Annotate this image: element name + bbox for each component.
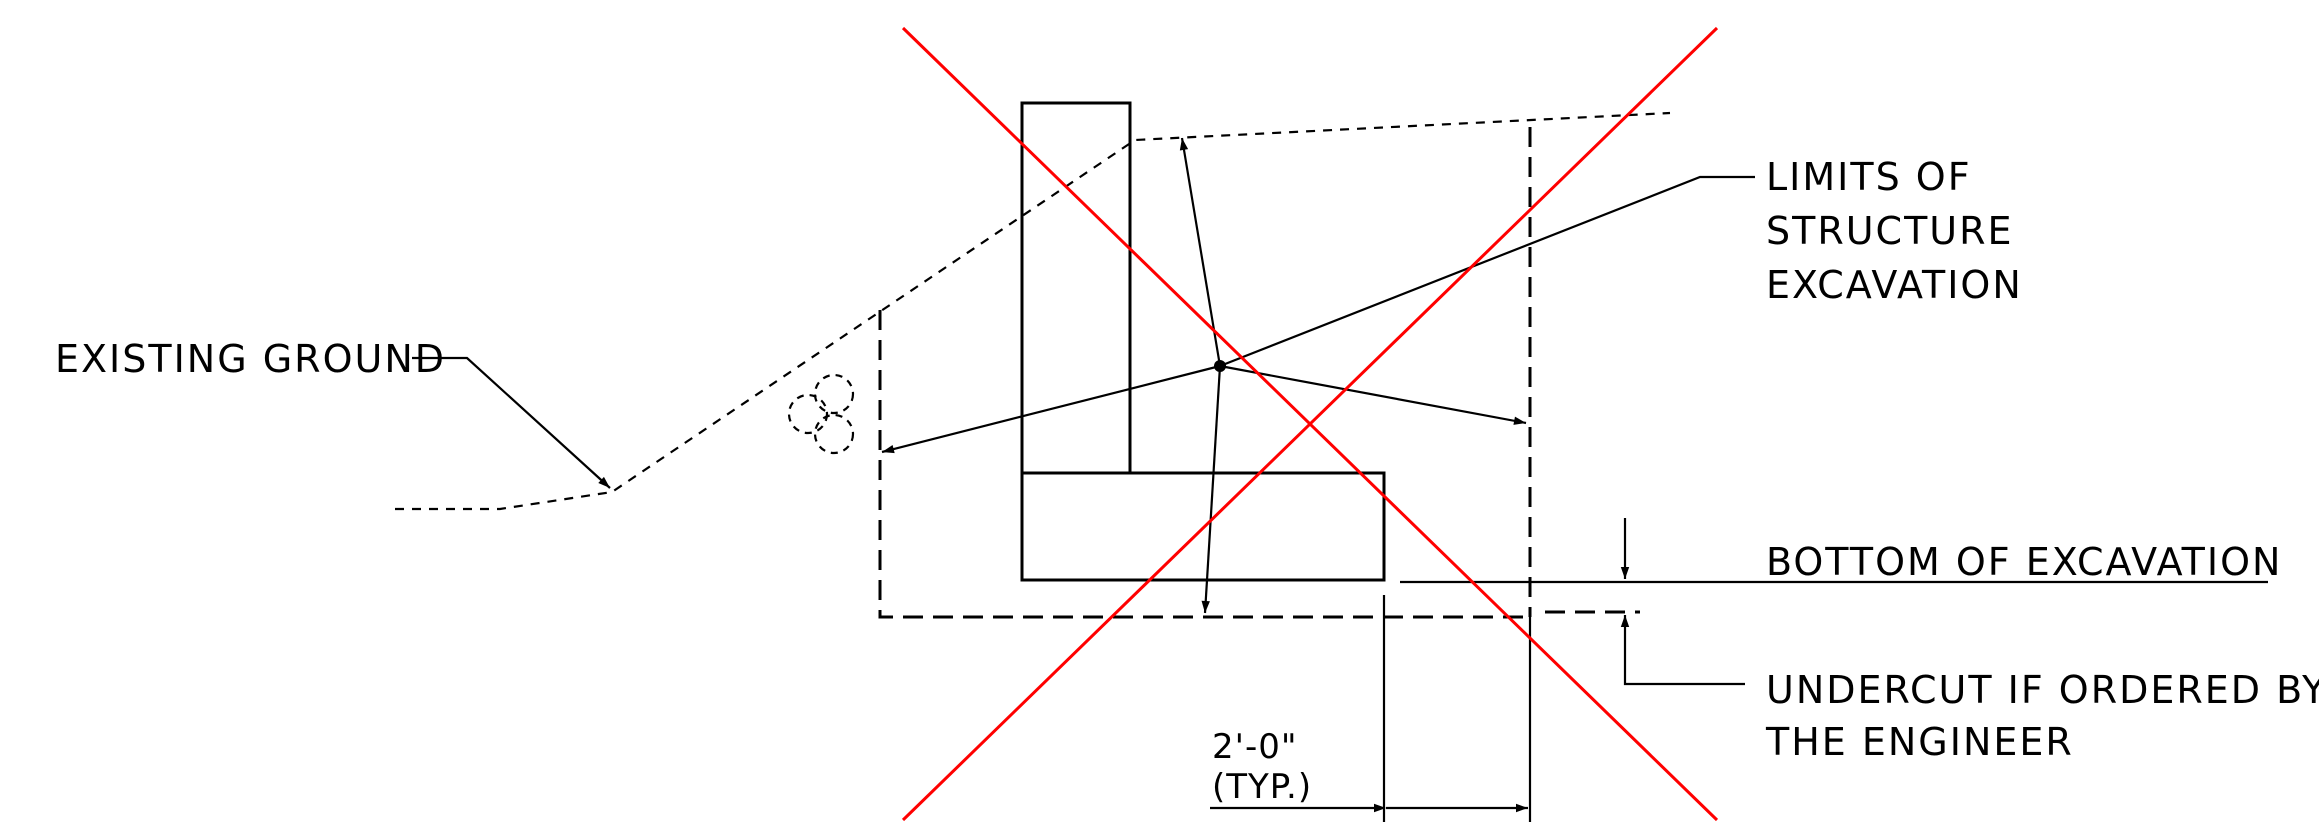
undercut-leader bbox=[1620, 615, 1745, 686]
limits-leader bbox=[1219, 175, 1755, 368]
wall-footing bbox=[1020, 471, 1386, 582]
cross-out-mark bbox=[901, 26, 1719, 822]
bottom-of-excavation-label: BOTTOM OF EXCAVATION bbox=[1766, 540, 2282, 584]
undercut-label-line2: THE ENGINEER bbox=[1765, 720, 2074, 764]
limits-label-line2: STRUCTURE bbox=[1766, 209, 2014, 253]
pivot-arrows bbox=[881, 137, 1527, 614]
dimension-2ft bbox=[1210, 595, 1532, 822]
existing-ground-label: EXISTING GROUND bbox=[55, 337, 446, 381]
limits-label-line1: LIMITS OF bbox=[1766, 155, 1972, 199]
limits-label-line3: EXCAVATION bbox=[1766, 263, 2023, 307]
dimension-value-label: 2'-0" bbox=[1212, 727, 1298, 767]
undercut-label-line1: UNDERCUT IF ORDERED BY bbox=[1766, 668, 2319, 712]
rotation-symbol bbox=[787, 373, 855, 455]
excavation-limit-left bbox=[878, 310, 1530, 619]
existing-ground-leader bbox=[412, 356, 611, 489]
existing-ground-line bbox=[395, 111, 1671, 511]
dimension-note-label: (TYP.) bbox=[1212, 767, 1312, 807]
